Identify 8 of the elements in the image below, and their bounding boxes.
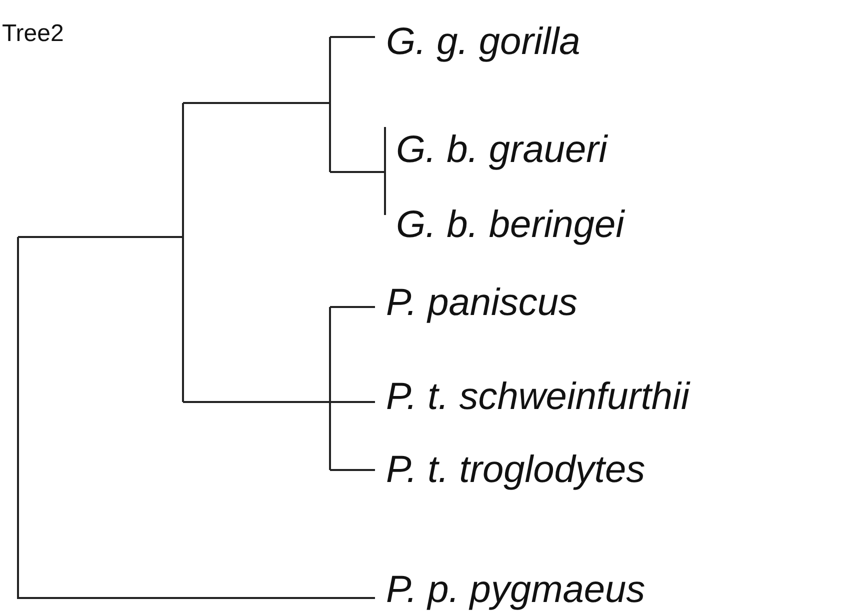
taxon-label: G. g. gorilla: [386, 20, 580, 64]
taxon-label: P. p. pygmaeus: [386, 568, 646, 612]
taxon-label: P. t. schweinfurthii: [386, 375, 690, 419]
taxon-label: G. b. beringei: [396, 203, 624, 247]
taxon-label: P. paniscus: [386, 281, 578, 325]
tree-title: Tree2: [2, 20, 64, 48]
taxon-label: G. b. graueri: [396, 128, 608, 172]
taxon-label: P. t. troglodytes: [386, 448, 646, 492]
